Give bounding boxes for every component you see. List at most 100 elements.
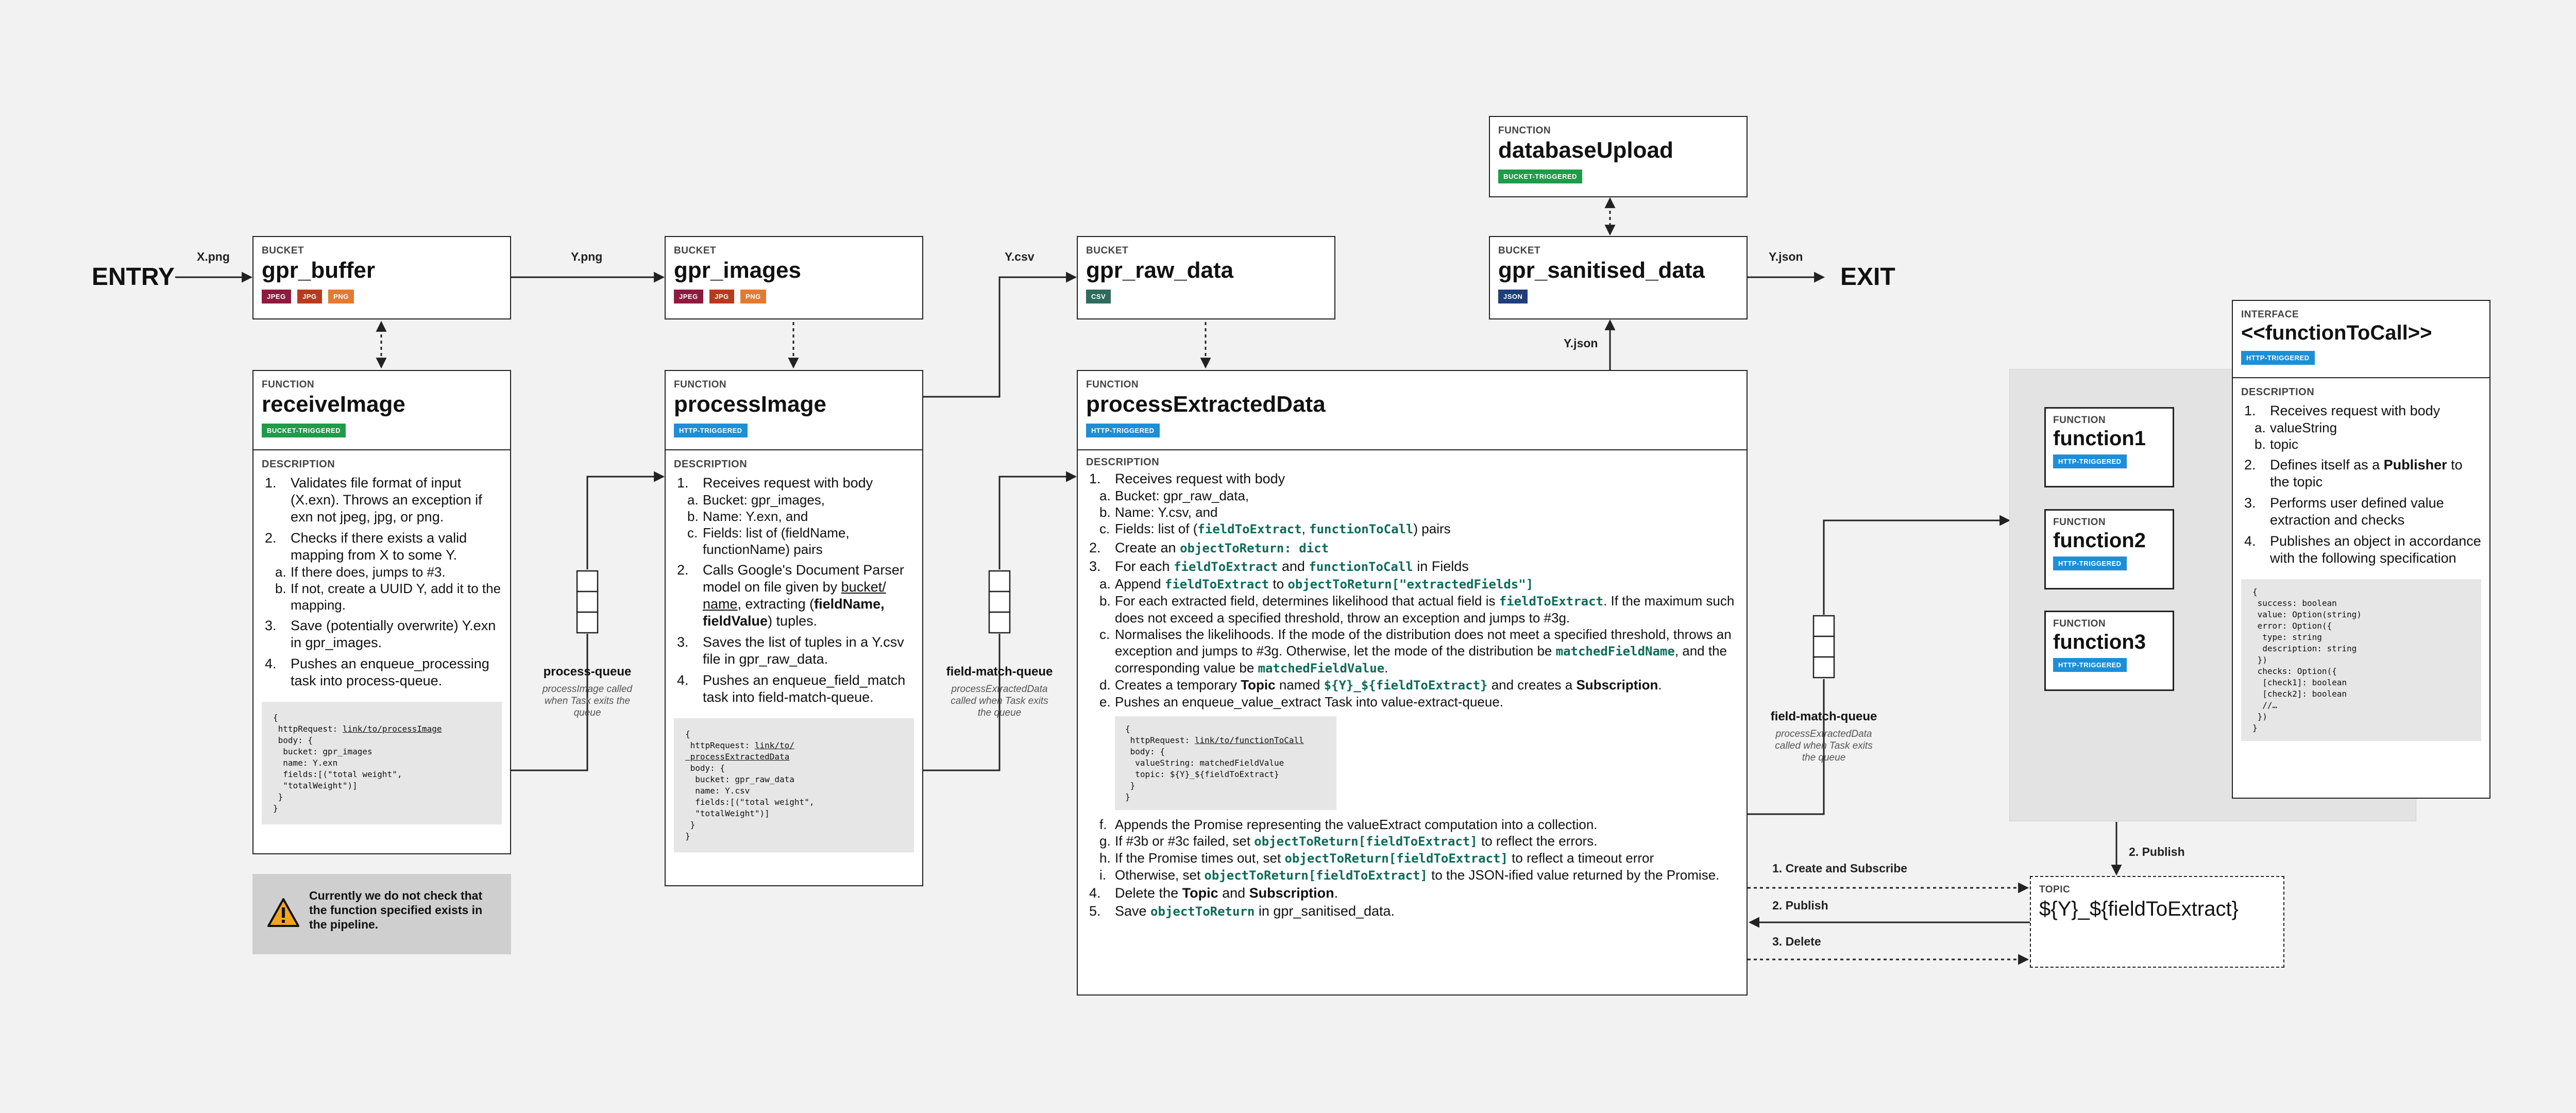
code-link[interactable]: link/to/processImage [342, 724, 442, 734]
format-tag: JPEG [674, 290, 703, 303]
node-kind: FUNCTION [1498, 125, 1551, 136]
list-item: 2.Defines itself as a Publisher to the t… [2244, 457, 2463, 490]
node-kind: TOPIC [2039, 884, 2071, 895]
node-title: gpr_images [674, 258, 801, 283]
bucket-gpr-sanitised-data[interactable]: BUCKET gpr_sanitised_data JSON [1489, 236, 1748, 319]
queue-note: processImage called when Task exits the … [542, 684, 633, 718]
list-item: 2.Create an objectToReturn: dict [1089, 540, 1329, 555]
node-title: databaseUpload [1498, 138, 1673, 163]
edge-label-y-json-out: Y.json [1769, 250, 1803, 263]
function-receive-image[interactable]: FUNCTION receiveImage BUCKET-TRIGGERED D… [252, 370, 511, 854]
list-item: a.If there does, jumps to #3. [275, 564, 446, 580]
function-function2[interactable]: FUNCTION function2 HTTP-TRIGGERED [2044, 509, 2174, 589]
list-item: d.Creates a temporary Topic named ${Y}_$… [1099, 677, 1662, 693]
list-item: 4.Publishes an object in accordance with… [2244, 533, 2481, 566]
exit-label: EXIT [1840, 263, 1895, 291]
list-item: b.Name: Y.csv, and [1099, 504, 1218, 520]
code-link[interactable]: link/to/ processExtractedData [690, 740, 794, 762]
list-item: c.Fields: list of (fieldName, functionNa… [687, 525, 850, 557]
format-tag: PNG [740, 290, 766, 303]
entry-label: ENTRY [92, 263, 175, 291]
list-item: 1.Receives request with body a.Bucket: g… [1086, 470, 1738, 537]
list-item: b.For each extracted field, determines l… [1099, 593, 1735, 626]
bucket-gpr-raw-data[interactable]: BUCKET gpr_raw_data CSV [1077, 236, 1335, 319]
list-item: 3.Save (potentially overwrite) Y.exn in … [265, 618, 496, 650]
list-item: 4.Pushes an enqueue_field_match task int… [677, 672, 906, 705]
code-snippet: { httpRequest: link/to/ processExtracted… [674, 718, 914, 852]
list-item: 3.Performs user defined value extraction… [2244, 495, 2444, 528]
list-item: 1.Receives request with body a.Bucket: g… [674, 475, 914, 558]
list-item: 2.Checks if there exists a valid mapping… [262, 530, 502, 613]
function-process-image[interactable]: FUNCTION processImage HTTP-TRIGGERED DES… [665, 370, 923, 886]
queue-label: field-match-queue [946, 665, 1053, 679]
bucket-gpr-images[interactable]: BUCKET gpr_images JPEG JPG PNG [665, 236, 923, 319]
format-tag: CSV [1086, 290, 1111, 303]
trigger-tag: BUCKET-TRIGGERED [1498, 170, 1583, 183]
list-item: b.topic [2255, 436, 2298, 452]
trigger-tag: HTTP-TRIGGERED [2053, 454, 2127, 468]
warning-icon [267, 898, 299, 927]
queue-label: field-match-queue [1770, 710, 1877, 723]
list-item: a.Bucket: gpr_images, [687, 492, 825, 508]
interface-function-to-call[interactable]: INTERFACE <<functionToCall>> HTTP-TRIGGE… [2232, 300, 2490, 799]
list-item: a.valueString [2255, 420, 2337, 435]
list-item: e.Pushes an enqueue_value_extract Task i… [1086, 694, 1738, 810]
node-title: gpr_sanitised_data [1498, 258, 1705, 283]
list-item: b.Name: Y.exn, and [687, 509, 808, 524]
node-title: function2 [2053, 529, 2146, 552]
trigger-tag: HTTP-TRIGGERED [2053, 556, 2127, 570]
list-item: f.Appends the Promise representing the v… [1099, 817, 1598, 832]
list-item: 4.Delete the Topic and Subscription. [1089, 885, 1338, 901]
node-kind: FUNCTION [2053, 618, 2106, 629]
function-database-upload[interactable]: FUNCTION databaseUpload BUCKET-TRIGGERED [1489, 116, 1748, 197]
node-title: function1 [2053, 427, 2146, 450]
node-kind: BUCKET [1498, 245, 1541, 256]
node-kind: FUNCTION [1086, 379, 1139, 390]
bucket-gpr-buffer[interactable]: BUCKET gpr_buffer JPEG JPG PNG [252, 236, 511, 319]
edge-label-y-png: Y.png [571, 250, 603, 263]
node-title: processImage [674, 392, 826, 417]
node-kind: FUNCTION [262, 379, 315, 390]
node-title: ${Y}_${fieldToExtract} [2039, 898, 2239, 920]
description-label: DESCRIPTION [674, 459, 748, 470]
list-item: 1.Receives request with body a.valueStri… [2241, 402, 2481, 452]
list-item: 3.Saves the list of tuples in a Y.csv fi… [677, 634, 904, 667]
node-kind: BUCKET [674, 245, 717, 256]
node-title: function3 [2053, 631, 2146, 653]
code-snippet: { httpRequest: link/to/processImage body… [262, 702, 502, 824]
node-title: <<functionToCall>> [2241, 322, 2432, 344]
list-item: 5.Save objectToReturn in gpr_sanitised_d… [1089, 903, 1395, 919]
queue-note: processExtractedData called when Task ex… [1775, 729, 1873, 763]
format-tag: JPG [709, 290, 734, 303]
warning-text: Currently we do not check that the funct… [309, 889, 483, 931]
function-function3[interactable]: FUNCTION function3 HTTP-TRIGGERED [2044, 611, 2174, 691]
edge-label-y-json-up: Y.json [1564, 336, 1598, 350]
code-snippet: { httpRequest: link/to/functionToCall bo… [1115, 716, 1336, 810]
edge-label-y-csv: Y.csv [1005, 250, 1035, 263]
node-title: gpr_raw_data [1086, 258, 1234, 283]
format-tag: JSON [1498, 290, 1528, 303]
function-function1[interactable]: FUNCTION function1 HTTP-TRIGGERED [2044, 407, 2174, 487]
trigger-tag: BUCKET-TRIGGERED [262, 424, 346, 437]
list-item: c.Normalises the likelihoods. If the mod… [1099, 627, 1732, 676]
queue-note: processExtractedData called when Task ex… [951, 684, 1048, 718]
trigger-tag: HTTP-TRIGGERED [1086, 424, 1160, 437]
description-label: DESCRIPTION [1086, 457, 1160, 468]
node-kind: FUNCTION [674, 379, 727, 390]
format-tag: JPG [297, 290, 322, 303]
warning-callout: Currently we do not check that the funct… [252, 874, 511, 954]
list-item: a.Append fieldToExtract to objectToRetur… [1099, 576, 1534, 592]
list-item: 2.Calls Google's Document Parser model o… [677, 562, 904, 629]
list-item: 1.Validates file format of input (X.exn)… [265, 475, 482, 525]
queue-label: process-queue [543, 665, 632, 679]
topic-node[interactable]: TOPIC ${Y}_${fieldToExtract} [2030, 876, 2284, 968]
list-item: c.Fields: list of (fieldToExtract, funct… [1099, 521, 1451, 536]
list-item: 4.Pushes an enqueue_processing task into… [265, 656, 489, 688]
list-item: i.Otherwise, set objectToReturn[fieldToE… [1099, 867, 1720, 883]
function-process-extracted-data[interactable]: FUNCTION processExtractedData HTTP-TRIGG… [1077, 370, 1748, 996]
description-label: DESCRIPTION [2241, 386, 2315, 398]
trigger-tag: HTTP-TRIGGERED [674, 424, 748, 437]
code-link[interactable]: link/to/functionToCall [1194, 735, 1304, 745]
edge-label-create-subscribe: 1. Create and Subscribe [1772, 862, 1908, 875]
